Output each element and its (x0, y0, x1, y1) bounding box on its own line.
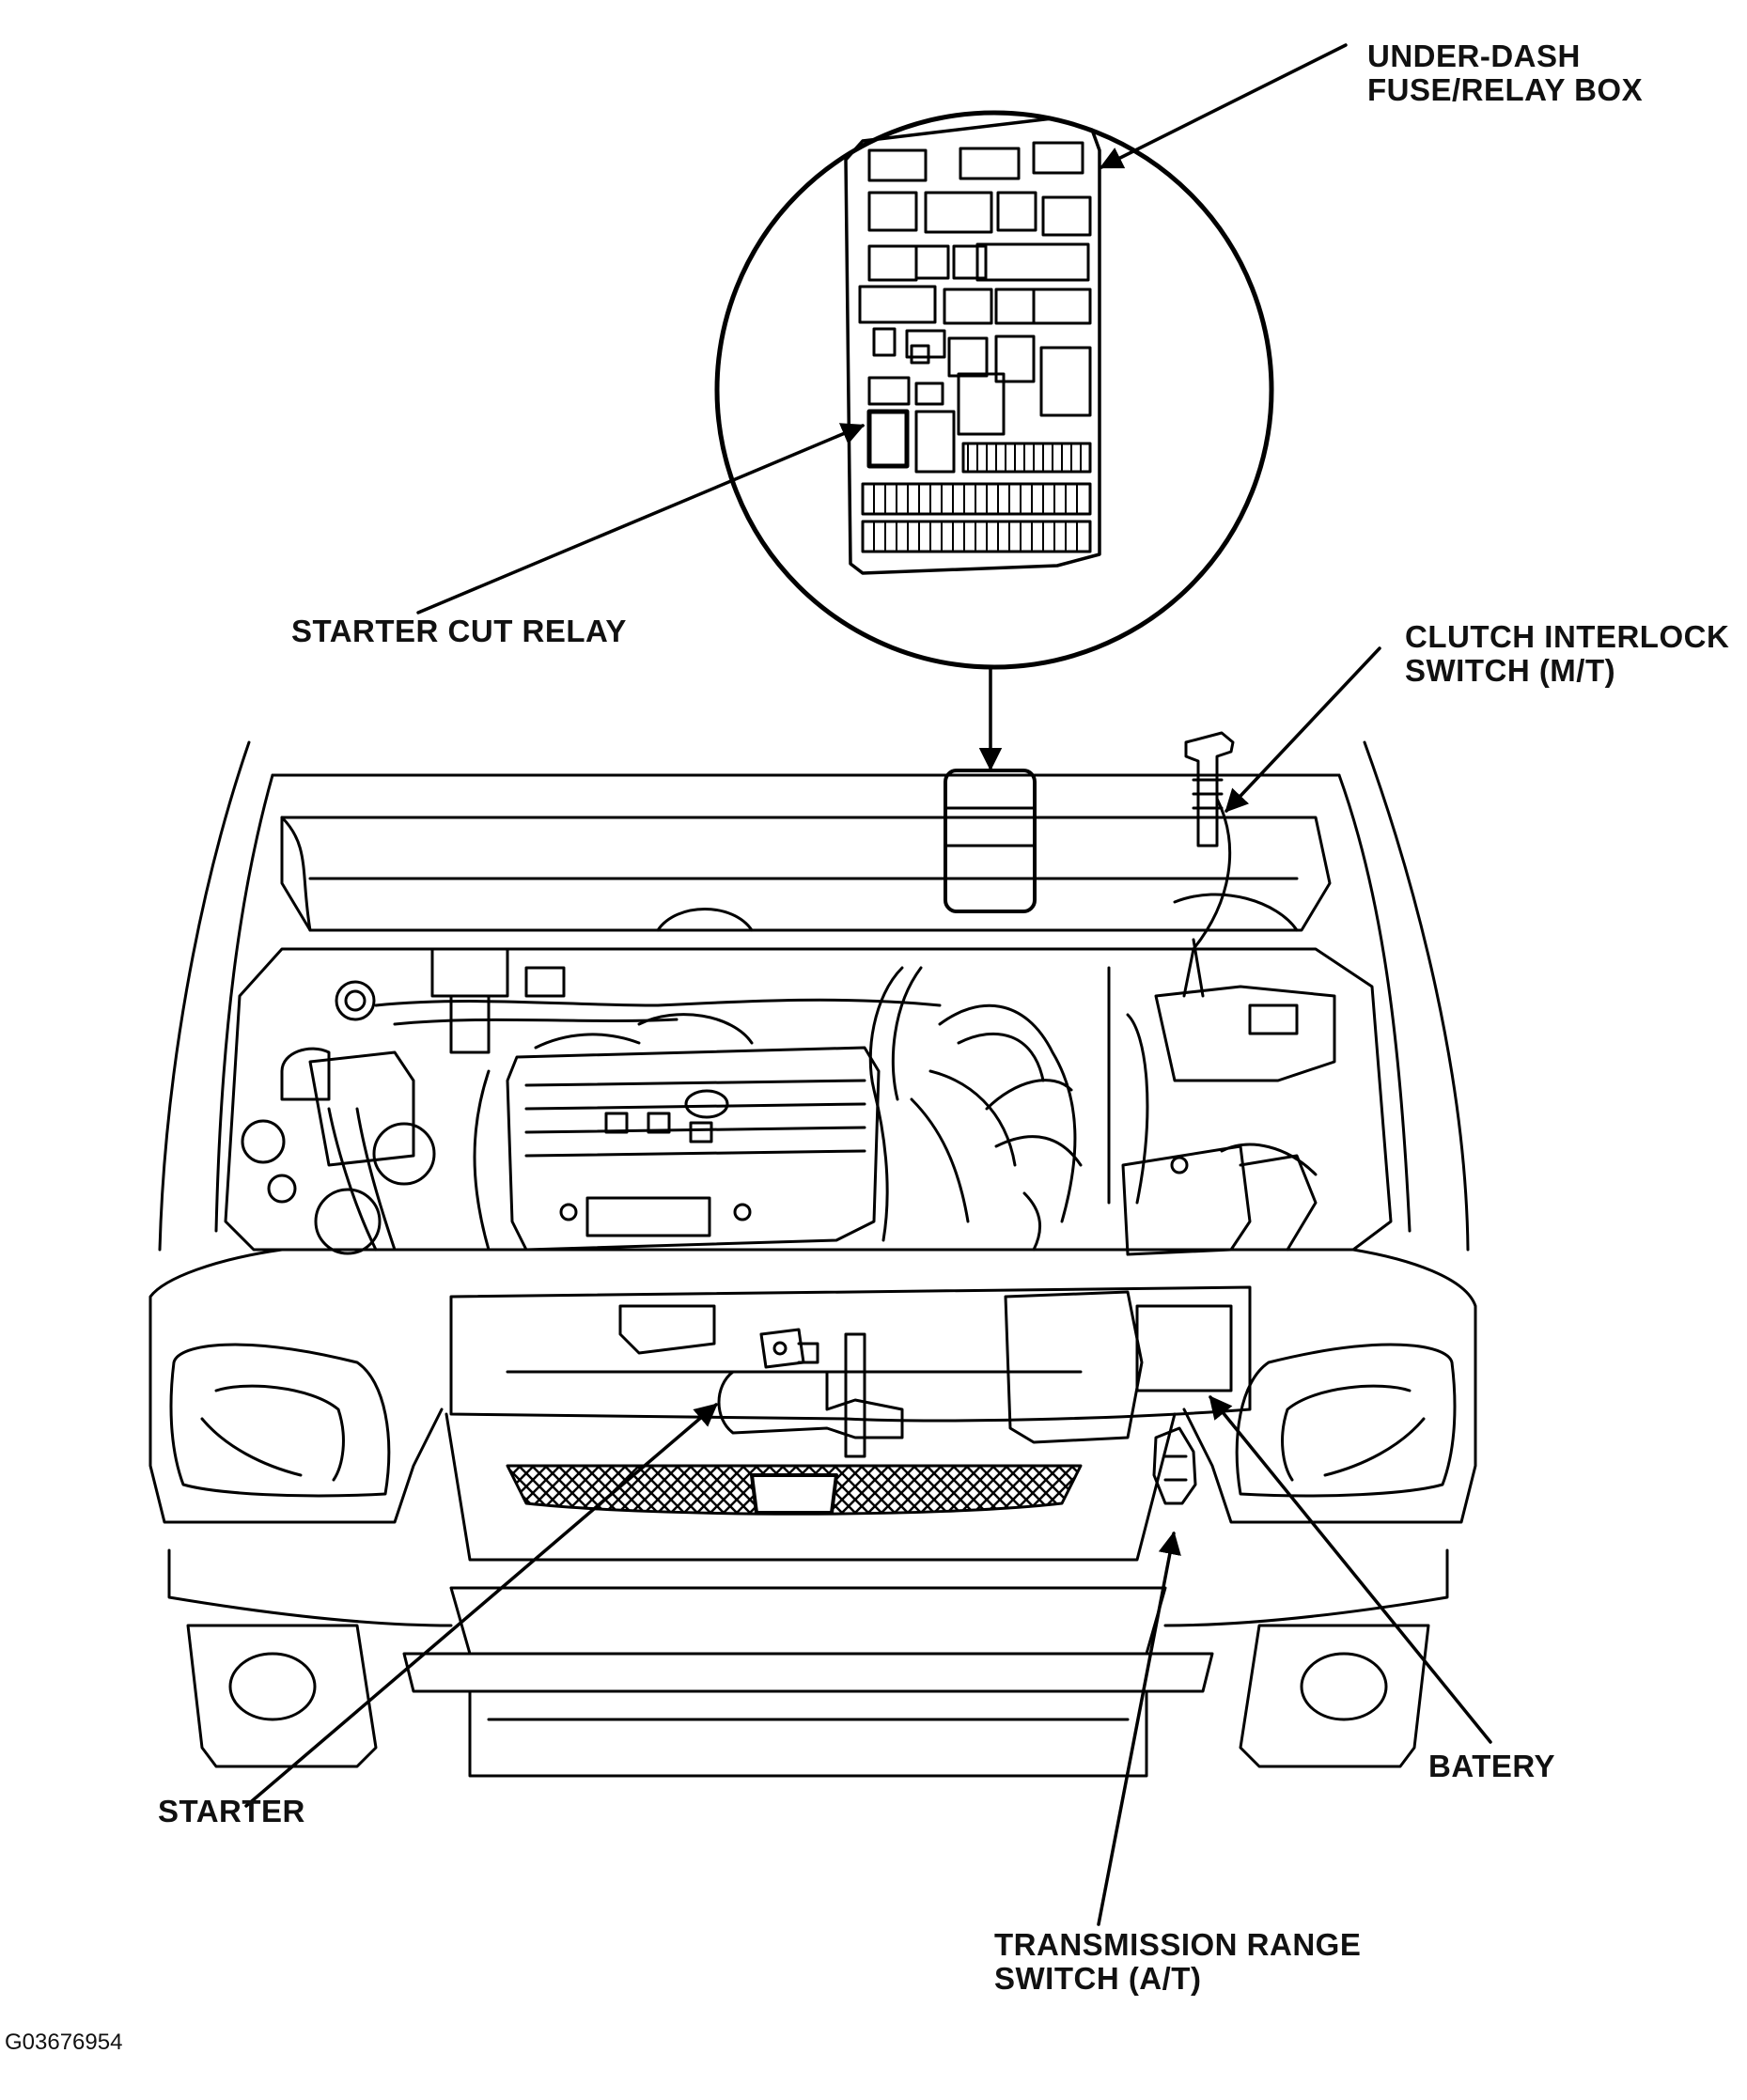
starter-cut-relay-leader (416, 423, 866, 614)
fuse-relay-box-label-line1: UNDER-DASH (1367, 39, 1581, 73)
clutch-switch-leader (1224, 646, 1381, 813)
clutch-interlock-switch-label-line2: SWITCH (M/T) (1405, 653, 1616, 688)
figure-code: G03676954 (5, 2030, 123, 2055)
left-headlight (169, 1343, 391, 1498)
starter-cut-relay-label: STARTER CUT RELAY (291, 614, 627, 648)
battery-leader (1209, 1395, 1492, 1744)
engine-head (506, 1046, 881, 1252)
honda-emblem (750, 1473, 838, 1515)
fuse-box-location (944, 769, 1037, 913)
transmission-range-switch-label-line1: TRANSMISSION RANGE (994, 1927, 1362, 1962)
battery-label: BATERY (1428, 1749, 1555, 1783)
clutch-interlock-switch-label-line1: CLUTCH INTERLOCK (1405, 619, 1730, 654)
fuse-relay-box-label-line2: FUSE/RELAY BOX (1367, 72, 1644, 107)
starter-label: STARTER (158, 1794, 305, 1828)
transmission-range-switch (1152, 1426, 1197, 1505)
left-fog-light (228, 1652, 317, 1721)
battery (1121, 1144, 1252, 1256)
transmission-range-switch-label-line2: SWITCH (A/T) (994, 1961, 1202, 1996)
fuse-relay-box-outline (844, 117, 1101, 575)
starter-motor (717, 1370, 904, 1439)
vehicle-front-view (148, 731, 1477, 1778)
fuse-box-magnifier (714, 110, 1274, 670)
clutch-interlock-switch-label: CLUTCH INTERLOCK SWITCH (M/T) (1405, 620, 1729, 688)
right-headlight (1235, 1343, 1457, 1498)
transmission-range-switch-label: TRANSMISSION RANGE SWITCH (A/T) (994, 1928, 1361, 1996)
transmission-switch-leader (1097, 1531, 1181, 1926)
fuse-box-leader (1099, 43, 1348, 169)
clutch-interlock-switch (1184, 731, 1235, 848)
starter-cut-relay-slot (866, 409, 910, 469)
fuse-relay-box-label: UNDER-DASH FUSE/RELAY BOX (1367, 39, 1643, 107)
right-fog-light (1300, 1652, 1388, 1721)
